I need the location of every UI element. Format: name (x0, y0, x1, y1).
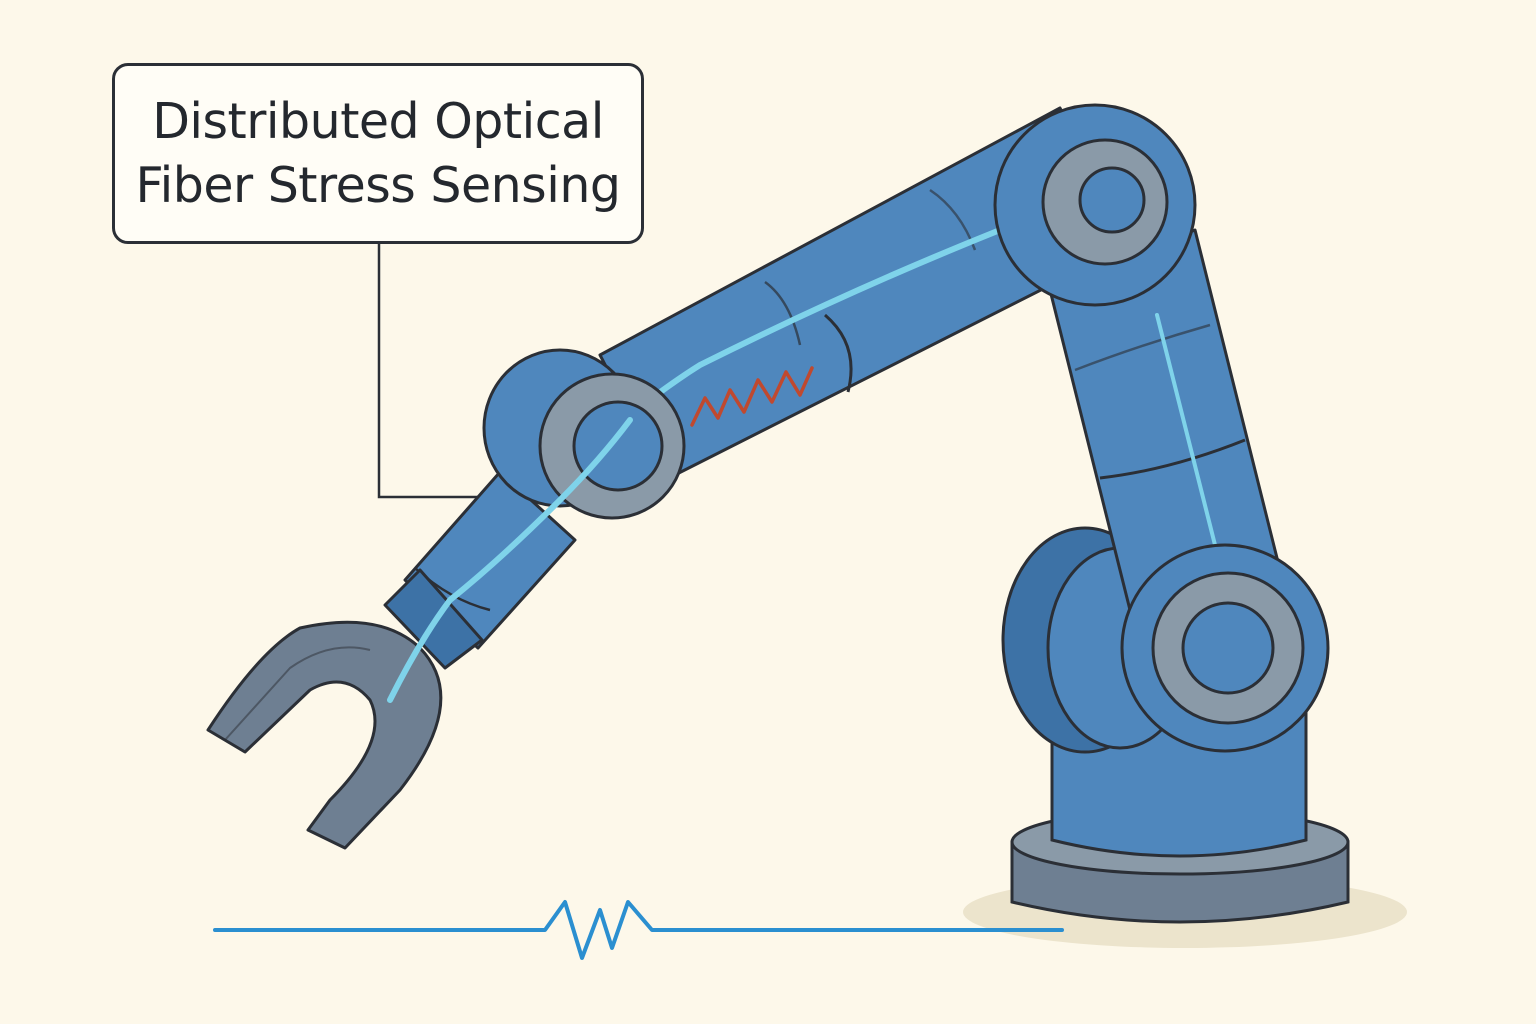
callout-title-line-1: Distributed Optical (152, 92, 604, 150)
shoulder-joint (1120, 543, 1330, 753)
stress-marker (690, 366, 814, 427)
gripper-claw (206, 620, 443, 850)
callout-title-line-2: Fiber Stress Sensing (135, 156, 621, 214)
stress-signal-waveform (213, 900, 1064, 960)
callout-box: Distributed Optical Fiber Stress Sensing (112, 63, 644, 244)
elbow-joint (993, 103, 1197, 307)
callout-leader-line (377, 244, 493, 499)
optical-fiber-wrist (387, 417, 633, 703)
